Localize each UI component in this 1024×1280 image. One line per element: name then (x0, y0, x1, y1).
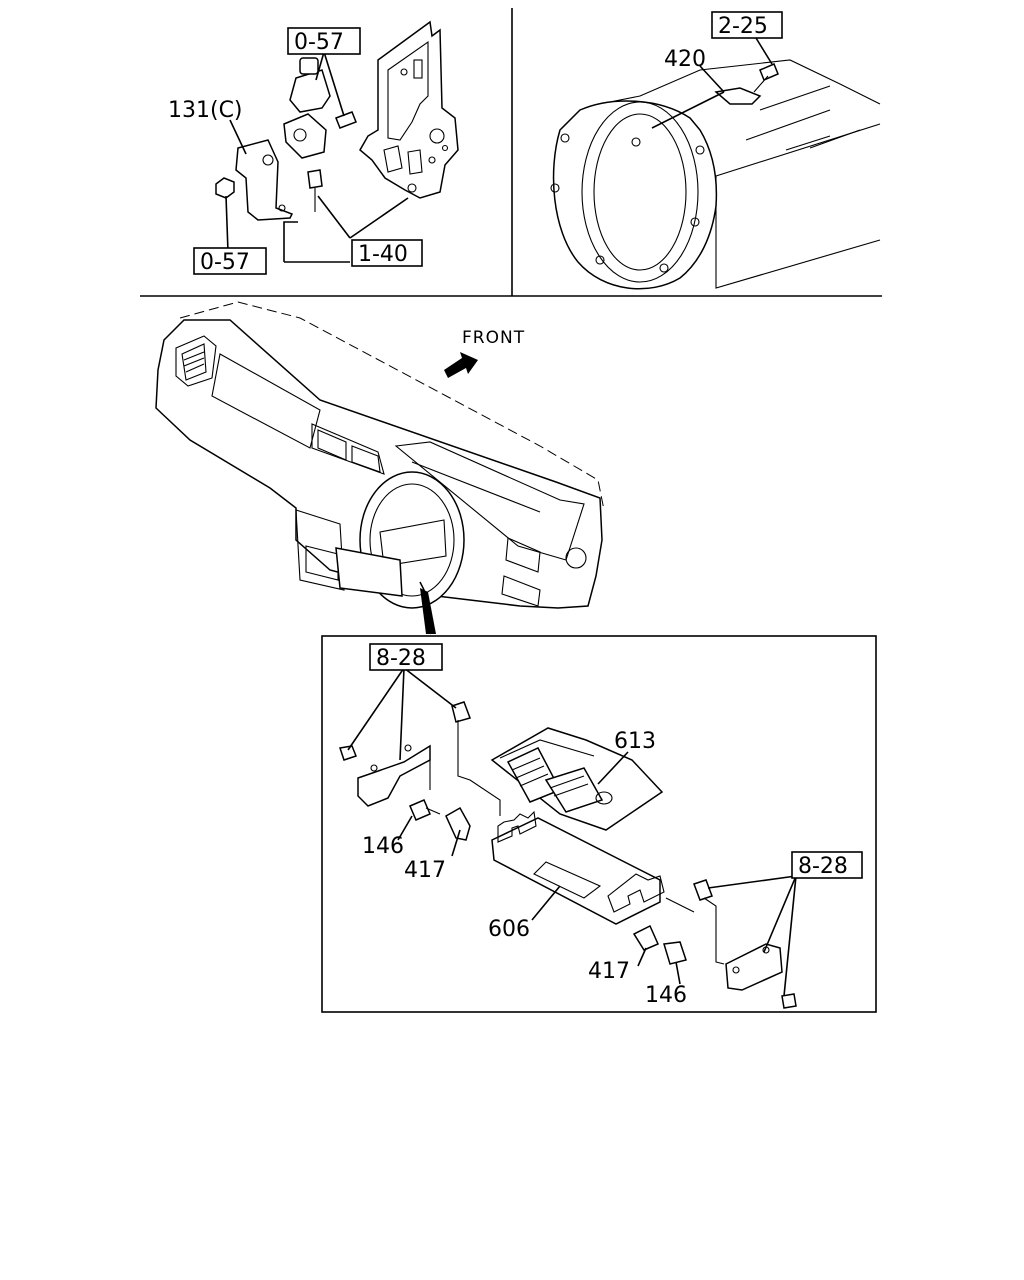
front-arrow-icon (444, 352, 478, 378)
ref-label-0-57-bottom: 0-57 (200, 250, 250, 275)
part-label-146-right: 146 (645, 983, 687, 1008)
front-label: FRONT (462, 328, 525, 348)
part-label-420: 420 (664, 47, 706, 72)
transmission-assembly (550, 37, 881, 290)
ref-box-8-28-left (369, 643, 443, 671)
ref-label-8-28-left: 8-28 (376, 646, 426, 671)
ecu-detail-assembly (339, 667, 797, 1009)
ref-label-131c: 131(C) (168, 98, 243, 123)
ref-label-8-28-right: 8-28 (798, 854, 848, 879)
ref-box-1-40 (351, 239, 423, 267)
ref-box-8-28-right (791, 851, 863, 879)
ref-label-1-40: 1-40 (358, 242, 408, 267)
clip-icon (714, 87, 762, 105)
part-label-146-left: 146 (362, 834, 404, 859)
part-label-417-left: 417 (404, 858, 446, 883)
part-label-417-right: 417 (588, 959, 630, 984)
part-label-606: 606 (488, 917, 530, 942)
ref-label-0-57-top: 0-57 (294, 30, 344, 55)
nut-icon (215, 177, 235, 199)
ref-label-2-25: 2-25 (718, 14, 768, 39)
part-label-613: 613 (614, 729, 656, 754)
bolt-icon (307, 169, 323, 189)
ref-box-0-57-top (287, 27, 361, 55)
ref-box-0-57-bottom (193, 247, 267, 275)
ref-box-2-25 (711, 11, 783, 39)
panel-dividers (140, 8, 882, 297)
top-left-assembly (215, 20, 459, 263)
dashboard-illustration (155, 301, 605, 635)
